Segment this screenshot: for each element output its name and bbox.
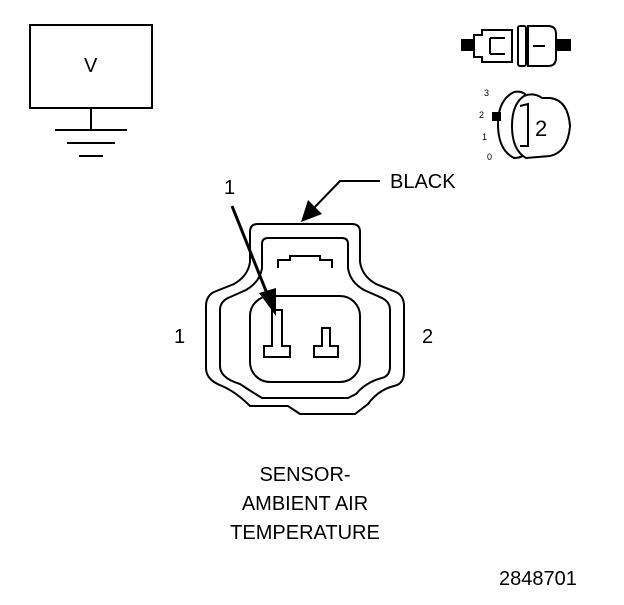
- color-leader-line: [311, 180, 380, 211]
- connector-color-label: BLACK: [390, 171, 456, 193]
- connector-face: [205, 223, 405, 415]
- caption-line-2: AMBIENT AIR: [241, 493, 369, 515]
- index-front-shell: [510, 93, 572, 160]
- connector-outer-body: [205, 223, 405, 415]
- meter-label: V: [84, 55, 98, 77]
- index-scale-1: 1: [482, 132, 488, 142]
- connector-plug-icon: [461, 25, 571, 67]
- terminal-2: [313, 327, 339, 358]
- plug-socket: [527, 25, 557, 67]
- connector-index-icon: [492, 90, 572, 160]
- caption-line-3: TEMPERATURE: [230, 522, 380, 544]
- index-scale-2: 2: [479, 110, 485, 120]
- pin-callout-label: 1: [224, 177, 236, 199]
- connector-cavity: [249, 295, 361, 383]
- plug-body: [473, 29, 513, 63]
- plug-end-right: [555, 39, 571, 51]
- pin-callout-arrowhead: [259, 288, 276, 316]
- index-number: 2: [535, 116, 548, 141]
- color-leader-arrowhead: [301, 200, 322, 222]
- connector-latch: [277, 255, 333, 268]
- index-scale-3: 3: [484, 88, 490, 98]
- terminal-1: [263, 309, 291, 358]
- pin-callout-arrow: [230, 205, 276, 316]
- connector-caption: SENSOR- AMBIENT AIR TEMPERATURE: [205, 461, 405, 548]
- plug-ring: [517, 25, 527, 67]
- index-marker: [492, 112, 501, 121]
- pin-callout-line: [230, 205, 270, 297]
- color-leader: [301, 180, 380, 222]
- index-key: [519, 102, 529, 147]
- caption-line-1: SENSOR-: [259, 464, 351, 486]
- plug-end-left: [461, 39, 475, 51]
- connector-inner-body: [219, 237, 391, 399]
- index-scale-0: 0: [487, 152, 493, 162]
- cavity-label-right: 2: [422, 326, 434, 348]
- figure-number: 2848701: [499, 568, 577, 590]
- voltmeter-symbol: [29, 24, 153, 157]
- cavity-label-left: 1: [174, 326, 186, 348]
